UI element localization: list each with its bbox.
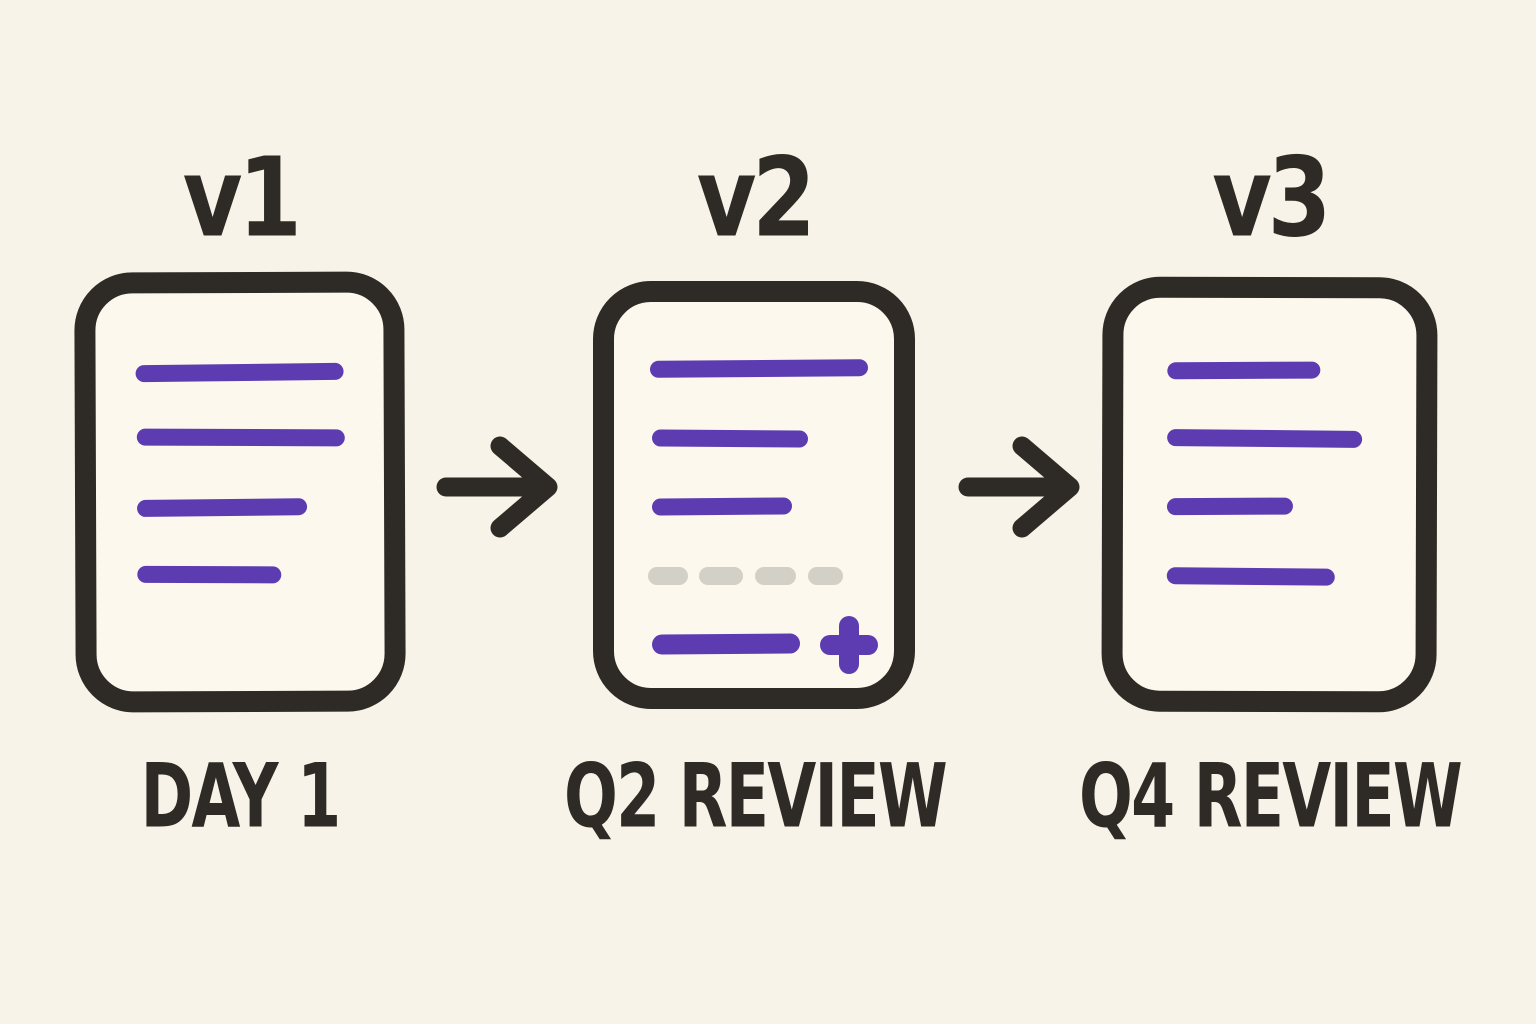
dashed-placeholder-line xyxy=(614,567,894,585)
caption-q4-review: Q4 REVIEW xyxy=(1078,744,1463,848)
added-text-line xyxy=(651,633,801,655)
document-icon-v2 xyxy=(593,281,915,709)
text-line xyxy=(651,429,809,448)
caption-day-1: DAY 1 xyxy=(140,744,342,848)
text-line xyxy=(136,498,308,518)
text-line xyxy=(1167,361,1321,380)
text-line xyxy=(135,362,344,383)
caption-q2-review: Q2 REVIEW xyxy=(563,744,948,848)
version-label-v2: v2 xyxy=(696,133,816,262)
dash xyxy=(699,567,743,585)
text-line xyxy=(1166,567,1335,586)
text-line xyxy=(136,428,345,447)
version-label-v3: v3 xyxy=(1212,133,1331,262)
text-line xyxy=(651,497,793,516)
version-label-v1: v1 xyxy=(182,133,302,262)
text-line xyxy=(1167,429,1363,448)
arrow-right-icon xyxy=(436,436,558,538)
plus-icon xyxy=(820,616,878,674)
dash xyxy=(755,567,796,585)
dash xyxy=(808,567,843,585)
text-line xyxy=(137,565,282,584)
document-icon-v3 xyxy=(1101,276,1438,713)
arrow-right-icon xyxy=(958,436,1080,538)
text-line xyxy=(649,359,869,378)
text-line xyxy=(1166,497,1294,516)
document-icon-v1 xyxy=(74,271,406,713)
dash xyxy=(648,567,688,585)
